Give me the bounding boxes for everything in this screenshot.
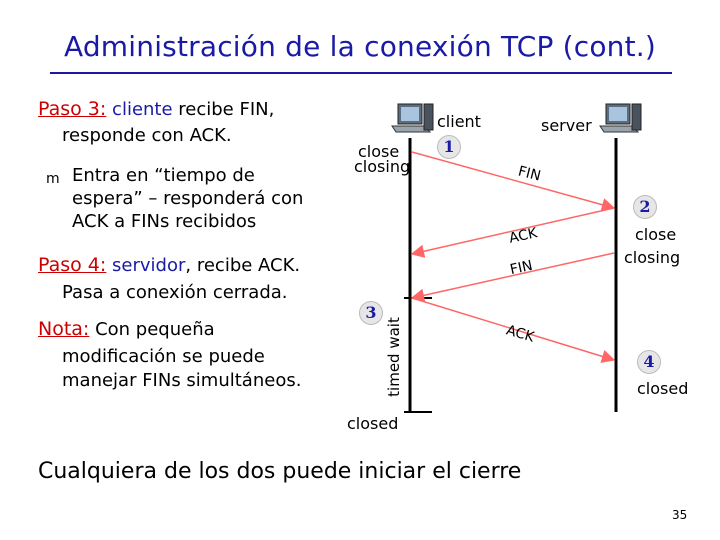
ack-arrow-2: [411, 297, 616, 363]
note-line: Nota: Con pequeña: [38, 318, 215, 340]
footer-caption: Cualquiera de los dos puede iniciar el c…: [38, 459, 522, 484]
client-computer-icon: [391, 103, 434, 133]
step-1-badge: 1: [437, 135, 461, 159]
note-line1: Con pequeña: [95, 319, 215, 340]
step3-line: Paso 3: cliente recibe FIN,: [38, 98, 274, 120]
server-label: server: [541, 116, 592, 135]
note-line2: modificación se puede: [62, 346, 265, 367]
step3-actor: cliente: [112, 99, 173, 120]
note-line3: manejar FINs simultáneos.: [62, 370, 302, 391]
client-state-close: close: [358, 142, 400, 161]
title-underline: [50, 72, 672, 74]
step3-label: Paso 3:: [38, 98, 107, 120]
server-computer-icon: [599, 103, 642, 133]
bullet-line1: Entra en “tiempo de: [72, 165, 255, 186]
server-state-closed: closed: [637, 379, 689, 398]
page-title: Administración de la conexión TCP (cont.…: [63, 30, 657, 63]
step4-cont: Pasa a conexión cerrada.: [62, 282, 288, 303]
bullet-line2: espera” – responderá con: [72, 188, 304, 209]
step4-text: , recibe ACK.: [185, 255, 301, 276]
fin-arrow-2: [410, 252, 615, 302]
client-state-closed: closed: [347, 414, 399, 433]
step-2-badge: 2: [633, 195, 657, 219]
step-4-badge: 4: [637, 350, 661, 374]
step3-cont: responde con ACK.: [62, 125, 232, 146]
client-label: client: [437, 112, 481, 131]
step-3-badge: 3: [359, 301, 383, 325]
note-label: Nota:: [38, 318, 90, 340]
fin-arrow-1: [411, 151, 616, 212]
step3-text: recibe FIN,: [172, 99, 275, 120]
timed-wait-label: timed wait: [384, 317, 403, 397]
bullet-line3: ACK a FINs recibidos: [72, 211, 257, 232]
step4-line: Paso 4: servidor, recibe ACK.: [38, 254, 300, 276]
server-state-close: close: [635, 225, 677, 244]
ack-arrow-1: [410, 207, 615, 258]
step4-label: Paso 4:: [38, 254, 107, 276]
bullet-icon: m: [46, 171, 60, 187]
client-state-closing: closing: [354, 157, 411, 176]
step4-actor: servidor: [112, 255, 186, 276]
server-state-closing: closing: [624, 248, 681, 267]
page-number: 35: [672, 508, 688, 522]
